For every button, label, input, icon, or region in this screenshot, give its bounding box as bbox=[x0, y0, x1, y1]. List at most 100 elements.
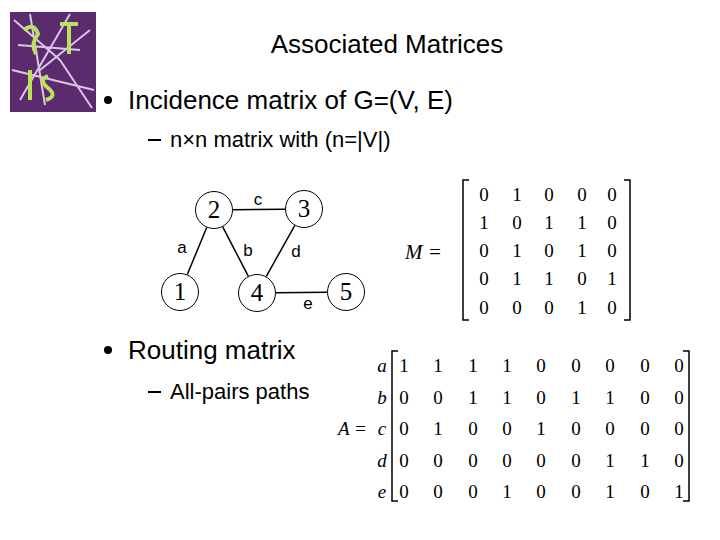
matrix-cell: 0 bbox=[674, 356, 684, 375]
matrix-cell: 0 bbox=[571, 482, 581, 501]
sub-bullet-text: All-pairs paths bbox=[170, 381, 309, 403]
matrix-cell: 0 bbox=[536, 388, 546, 407]
matrix-cell: 0 bbox=[674, 451, 684, 470]
edge-label: e bbox=[303, 295, 312, 312]
matrix-cell: 0 bbox=[607, 298, 617, 317]
row-label: e bbox=[378, 482, 386, 501]
matrix-cell: 0 bbox=[468, 419, 478, 438]
matrix-cell: 0 bbox=[536, 356, 546, 375]
matrix-cell: 1 bbox=[674, 482, 684, 501]
matrix-cell: 0 bbox=[479, 185, 489, 204]
matrix-cell: 0 bbox=[571, 451, 581, 470]
bullet bbox=[104, 346, 112, 354]
matrix-cell: 0 bbox=[571, 356, 581, 375]
edge-label: a bbox=[177, 239, 186, 256]
matrix-cell: 0 bbox=[468, 451, 478, 470]
edge-label: b bbox=[243, 242, 252, 259]
matrix-cell: 0 bbox=[674, 388, 684, 407]
matrix-cell: 1 bbox=[502, 482, 512, 501]
sub-bullet bbox=[148, 391, 161, 393]
sub-bullet-text: n×n matrix with (n=|V|) bbox=[170, 129, 391, 151]
matrix-cell: 1 bbox=[577, 298, 587, 317]
vertex-number: 2 bbox=[208, 196, 221, 224]
logo bbox=[10, 12, 96, 112]
matrix-cell: 0 bbox=[512, 213, 522, 232]
matrix-cell: 0 bbox=[512, 298, 522, 317]
graph-vertex: 3 bbox=[285, 190, 323, 228]
matrix-cell: 0 bbox=[468, 482, 478, 501]
logo-mark bbox=[24, 24, 78, 100]
matrix-cell: 0 bbox=[577, 269, 587, 288]
matrix-cell: 1 bbox=[640, 451, 650, 470]
matrix-cell: 1 bbox=[512, 241, 522, 260]
graph-vertex: 2 bbox=[195, 191, 233, 229]
matrix-cell: 1 bbox=[605, 482, 615, 501]
matrix-cell: 1 bbox=[544, 213, 554, 232]
matrix-cell: 1 bbox=[468, 388, 478, 407]
matrix-cell: 1 bbox=[577, 213, 587, 232]
matrix-cell: 0 bbox=[502, 451, 512, 470]
matrix-cell: 0 bbox=[674, 419, 684, 438]
matrix-cell: 1 bbox=[502, 356, 512, 375]
matrix-cell: 0 bbox=[479, 241, 489, 260]
matrix-cell: 1 bbox=[399, 356, 409, 375]
edge-label: d bbox=[291, 243, 300, 260]
matrix-cell: 0 bbox=[607, 185, 617, 204]
matrix-cell: 0 bbox=[433, 482, 443, 501]
matrix-cell: 1 bbox=[607, 269, 617, 288]
matrix-bracket bbox=[392, 351, 398, 501]
matrix-cell: 0 bbox=[502, 419, 512, 438]
matrix-name: M = bbox=[405, 242, 442, 263]
matrix-cell: 0 bbox=[605, 419, 615, 438]
bullet-text: Incidence matrix of G=(V, E) bbox=[128, 87, 453, 113]
matrix-cell: 0 bbox=[607, 241, 617, 260]
graph-vertex: 1 bbox=[161, 273, 199, 311]
matrix-cell: 0 bbox=[544, 298, 554, 317]
bullet-text: Routing matrix bbox=[128, 337, 296, 363]
matrix-cell: 0 bbox=[536, 482, 546, 501]
matrix-cell: 0 bbox=[605, 356, 615, 375]
matrix-cell: 1 bbox=[502, 388, 512, 407]
matrix-cell: 0 bbox=[536, 451, 546, 470]
matrix-cell: 0 bbox=[433, 388, 443, 407]
vertex-number: 3 bbox=[298, 195, 311, 223]
matrix-cell: 0 bbox=[433, 451, 443, 470]
matrix-cell: 1 bbox=[433, 419, 443, 438]
matrix-cell: 0 bbox=[479, 269, 489, 288]
matrix-cell: 0 bbox=[399, 388, 409, 407]
matrix-cell: 1 bbox=[468, 356, 478, 375]
vertex-number: 4 bbox=[251, 279, 264, 307]
matrix-cell: 1 bbox=[433, 356, 443, 375]
matrix-cell: 0 bbox=[640, 388, 650, 407]
matrix-cell: 1 bbox=[512, 185, 522, 204]
edge-label: c bbox=[254, 191, 263, 208]
matrix-cell: 1 bbox=[605, 388, 615, 407]
matrix-cell: 1 bbox=[577, 241, 587, 260]
matrix-cell: 1 bbox=[544, 269, 554, 288]
graph-edge bbox=[276, 291, 327, 293]
row-label: c bbox=[378, 419, 386, 438]
matrix-cell: 0 bbox=[640, 419, 650, 438]
vertex-number: 5 bbox=[340, 278, 353, 306]
matrix-bracket bbox=[683, 351, 689, 501]
matrix-cell: 0 bbox=[544, 241, 554, 260]
vertex-number: 1 bbox=[174, 278, 187, 306]
matrix-bracket bbox=[463, 180, 469, 320]
matrix-cell: 0 bbox=[640, 482, 650, 501]
graph-edge bbox=[233, 208, 285, 210]
matrix-cell: 0 bbox=[399, 451, 409, 470]
matrix-name: A = bbox=[338, 419, 367, 438]
matrix-bracket bbox=[624, 180, 630, 320]
matrix-cell: 0 bbox=[607, 213, 617, 232]
matrix-cell: 0 bbox=[399, 482, 409, 501]
matrix-cell: 1 bbox=[605, 451, 615, 470]
slide-title: Associated Matrices bbox=[271, 31, 504, 57]
row-label: a bbox=[377, 356, 387, 375]
matrix-cell: 1 bbox=[536, 419, 546, 438]
graph-edge bbox=[187, 228, 206, 275]
matrix-cell: 0 bbox=[544, 185, 554, 204]
sub-bullet bbox=[148, 139, 161, 141]
row-label: b bbox=[377, 388, 387, 407]
matrix-cell: 1 bbox=[479, 213, 489, 232]
